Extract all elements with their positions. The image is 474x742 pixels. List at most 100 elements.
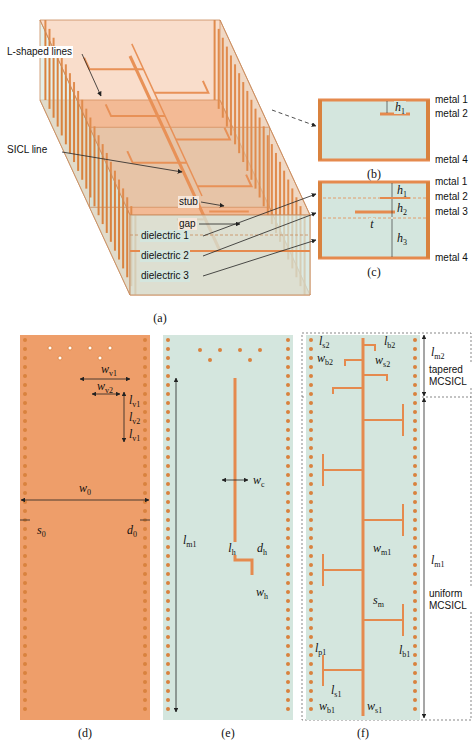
via — [413, 473, 417, 477]
via — [309, 617, 313, 621]
via — [309, 680, 313, 684]
l-shaped-line — [402, 504, 404, 536]
via — [23, 419, 27, 423]
via — [413, 545, 417, 549]
via — [166, 554, 170, 558]
part-label: SICL line — [6, 144, 48, 156]
l-shaped-line — [322, 454, 324, 486]
via-hole — [68, 346, 72, 350]
leader-arrow — [203, 213, 316, 256]
via — [23, 482, 27, 486]
via — [23, 374, 27, 378]
via — [23, 581, 27, 585]
via — [143, 455, 147, 459]
via — [166, 482, 170, 486]
via — [143, 464, 147, 468]
dimension-label: sm — [372, 594, 385, 607]
dielectric — [163, 335, 293, 720]
sicl-line — [362, 338, 365, 716]
dimension-label: lp1 — [314, 642, 327, 655]
l-shaped-line — [402, 404, 404, 436]
via — [143, 428, 147, 432]
via — [143, 491, 147, 495]
dimension-label: t — [369, 218, 374, 231]
via — [166, 707, 170, 711]
via — [166, 473, 170, 477]
via — [166, 338, 170, 342]
via — [23, 698, 27, 702]
via — [309, 545, 313, 549]
dimension-label: lm2 — [430, 346, 446, 359]
metal-plane — [20, 335, 150, 720]
via — [309, 347, 313, 351]
via — [143, 572, 147, 576]
metal-layer — [355, 211, 395, 214]
via — [143, 392, 147, 396]
part-label: mctal 1 — [434, 176, 468, 188]
via — [413, 383, 417, 387]
via — [309, 428, 313, 432]
via — [166, 635, 170, 639]
via — [23, 680, 27, 684]
via — [286, 707, 290, 711]
via — [309, 401, 313, 405]
via — [23, 554, 27, 558]
via — [258, 348, 262, 352]
dimension-label: lv1 — [128, 394, 141, 407]
via — [309, 707, 313, 711]
via — [413, 464, 417, 468]
via-hole — [58, 356, 62, 360]
via — [166, 455, 170, 459]
via — [23, 365, 27, 369]
via — [413, 635, 417, 639]
part-label: dielectric 1 — [140, 230, 190, 242]
via — [166, 401, 170, 405]
via — [143, 365, 147, 369]
via — [23, 689, 27, 693]
via — [166, 410, 170, 414]
via — [309, 374, 313, 378]
dimension-label: h3 — [396, 232, 408, 245]
via — [286, 482, 290, 486]
via — [143, 401, 147, 405]
via — [413, 419, 417, 423]
via — [309, 554, 313, 558]
l-shaped-line — [363, 345, 375, 351]
via — [166, 671, 170, 675]
via — [413, 509, 417, 513]
part-label: metal 4 — [434, 252, 469, 264]
panel-label: (c) — [366, 266, 381, 278]
via — [309, 455, 313, 459]
via — [143, 581, 147, 585]
via — [23, 401, 27, 405]
via — [23, 383, 27, 387]
dimension-label: lh — [227, 542, 236, 555]
front-face — [130, 215, 310, 295]
via — [286, 626, 290, 630]
via — [166, 374, 170, 378]
via — [309, 536, 313, 540]
via-hole — [108, 346, 112, 350]
via — [166, 509, 170, 513]
dimension-line — [21, 500, 149, 501]
dimension-line — [392, 183, 393, 197]
via — [413, 374, 417, 378]
dimension-label: w0 — [78, 482, 92, 495]
via — [286, 590, 290, 594]
via — [286, 680, 290, 684]
via — [286, 689, 290, 693]
via — [286, 572, 290, 576]
via — [166, 626, 170, 630]
via — [143, 599, 147, 603]
via — [248, 358, 252, 362]
via — [286, 437, 290, 441]
via — [309, 410, 313, 414]
via — [413, 491, 417, 495]
dimension-label: h1 — [394, 101, 406, 114]
via — [166, 500, 170, 504]
panel-label: (d) — [77, 727, 93, 739]
middle-layer-f — [302, 333, 471, 720]
via — [143, 374, 147, 378]
via — [166, 365, 170, 369]
